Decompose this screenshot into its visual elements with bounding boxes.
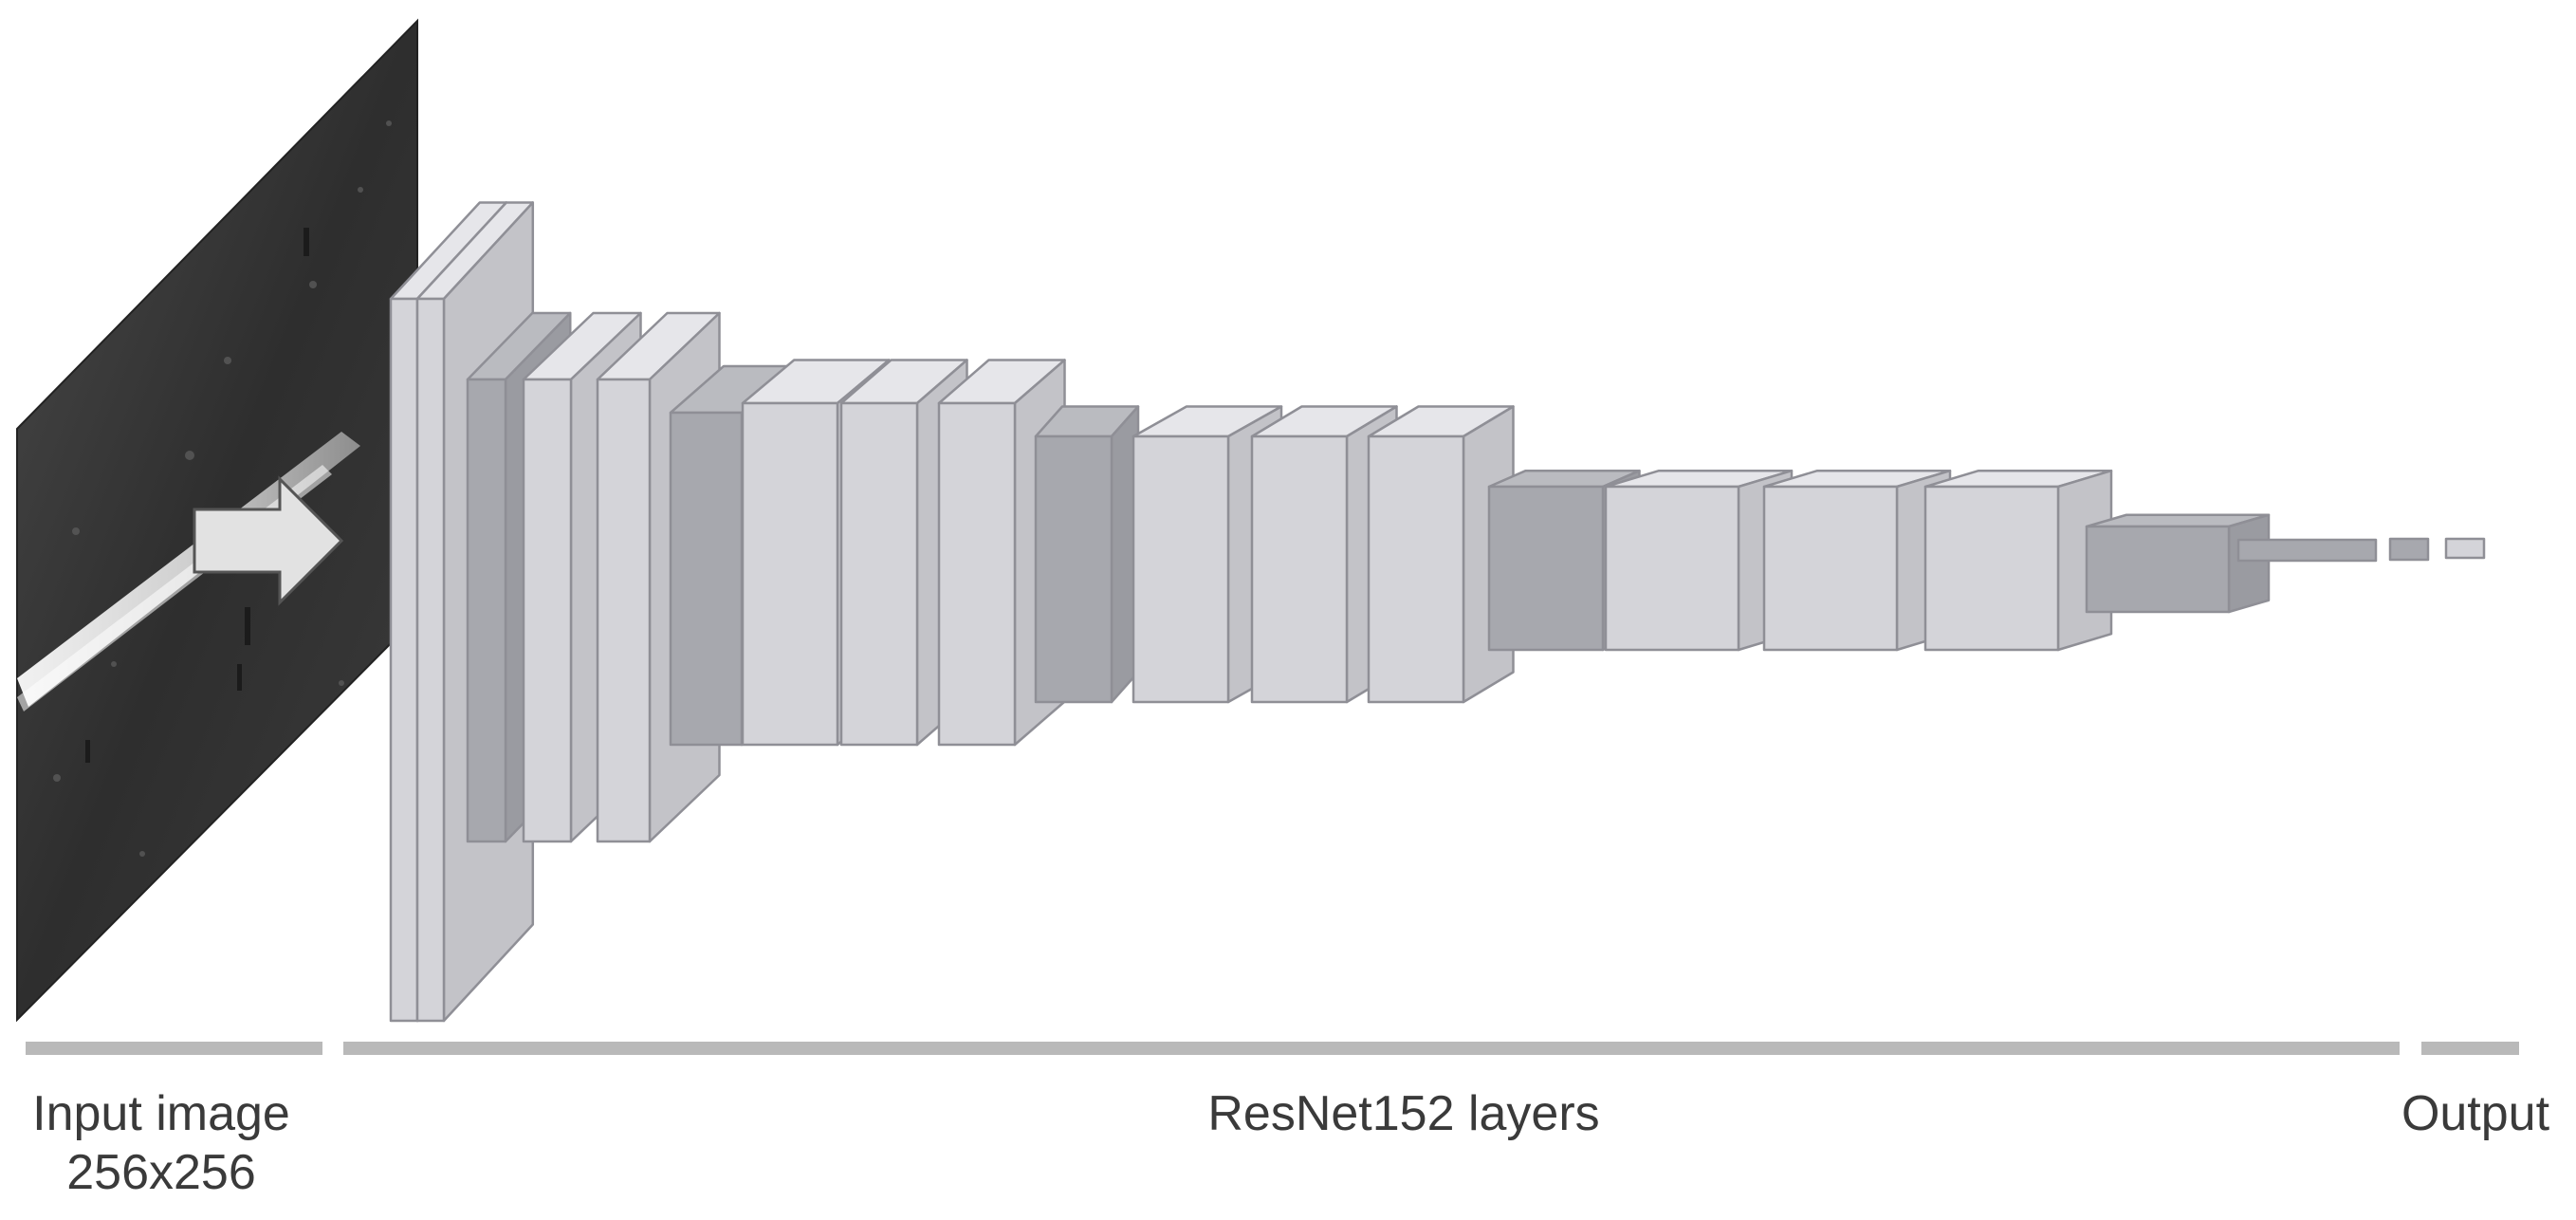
layer-block-21 <box>2444 537 2486 560</box>
layer-block-19 <box>2236 538 2378 563</box>
input-image-size: 256x256 <box>66 1145 256 1200</box>
resnet-bar <box>343 1042 2400 1055</box>
input-bar <box>26 1042 322 1055</box>
input-image-label: Input image 256x256 <box>0 1084 322 1202</box>
resnet-layers-label: ResNet152 layers <box>1207 1086 1600 1141</box>
layer-block-20 <box>2388 537 2430 562</box>
layer-block-18 <box>2085 513 2271 614</box>
network-blocks <box>389 201 2486 1023</box>
output-label: Output <box>2401 1086 2550 1141</box>
arrow-right-icon <box>193 475 344 606</box>
layer-block-17 <box>1923 469 2113 652</box>
section-bars <box>26 1042 2519 1055</box>
input-image-title: Input image <box>32 1086 290 1141</box>
layer-block-10 <box>1034 405 1140 704</box>
layer-block-16 <box>1762 469 1952 652</box>
output-bar <box>2421 1042 2519 1055</box>
